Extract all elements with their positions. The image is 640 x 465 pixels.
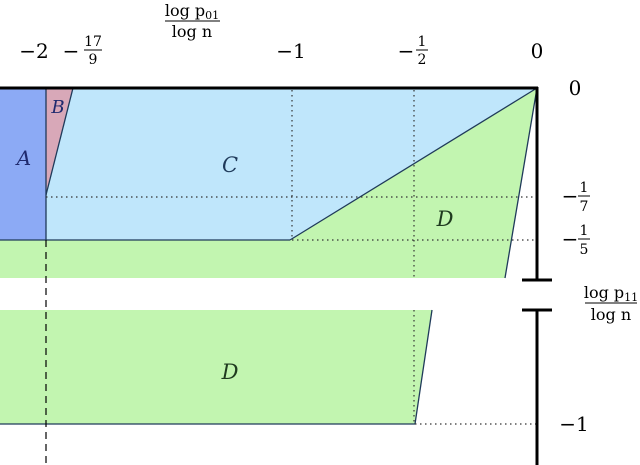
- x-axis-title-numerator: log p01: [165, 1, 219, 22]
- y-tick-minus-1-5-den: 5: [580, 242, 589, 258]
- region-D-upper-label: D: [436, 207, 454, 231]
- y-tick-minus1: −1: [559, 412, 588, 436]
- x-tick-minus1: −1: [276, 39, 305, 63]
- y-axis-title-denominator: log n: [591, 305, 631, 324]
- y-tick-minus-1-7-num: 1: [580, 180, 589, 196]
- y-tick-minus-1-7-den: 7: [580, 199, 589, 215]
- x-tick-minus2: −2: [19, 39, 48, 63]
- y-tick-minus-1-5-sign: −: [562, 227, 579, 251]
- x-tick-minus-half-sign: −: [398, 39, 415, 63]
- y-axis-title-numerator: log p11: [584, 283, 638, 304]
- x-tick-minus17-9-num: 17: [84, 34, 102, 50]
- x-tick-zero: 0: [531, 39, 544, 63]
- y-tick-minus-1-7-sign: −: [562, 184, 579, 208]
- boundary-B-edge: [45, 87, 74, 196]
- region-B-label: B: [50, 97, 64, 118]
- region-D-upper: [0, 88, 537, 278]
- boundary-C-diagonal: [289, 87, 538, 241]
- y-tick-minus-1-5-num: 1: [580, 223, 589, 239]
- x-axis-title-denominator: log n: [172, 22, 212, 41]
- region-D-lower-label: D: [221, 360, 239, 384]
- region-C-label: C: [222, 153, 238, 177]
- x-tick-minus17-9-sign: −: [63, 39, 80, 63]
- boundary-D-right-upper: [504, 87, 538, 279]
- x-tick-minus-half-num: 1: [418, 34, 427, 50]
- x-tick-minus-half-den: 2: [418, 52, 427, 68]
- x-tick-minus17-9-den: 9: [89, 52, 98, 68]
- region-A-label: A: [15, 146, 31, 170]
- region-D-lower: [0, 310, 432, 424]
- boundary-D-right-lower: [414, 309, 433, 425]
- y-tick-zero: 0: [569, 76, 582, 100]
- region-A: [0, 88, 46, 240]
